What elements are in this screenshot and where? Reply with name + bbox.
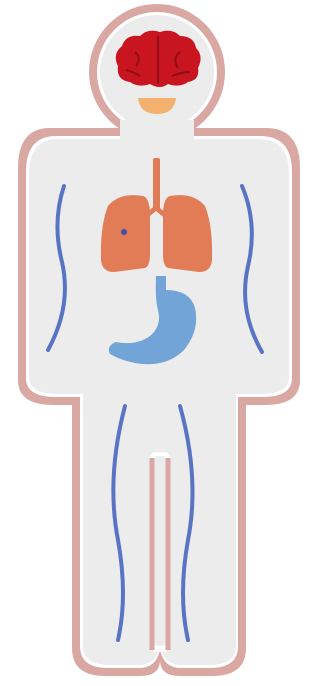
neck-fill [120, 120, 194, 150]
lung-spot [121, 229, 127, 235]
leg-gap-inner [154, 456, 166, 646]
brain-icon [116, 31, 201, 87]
